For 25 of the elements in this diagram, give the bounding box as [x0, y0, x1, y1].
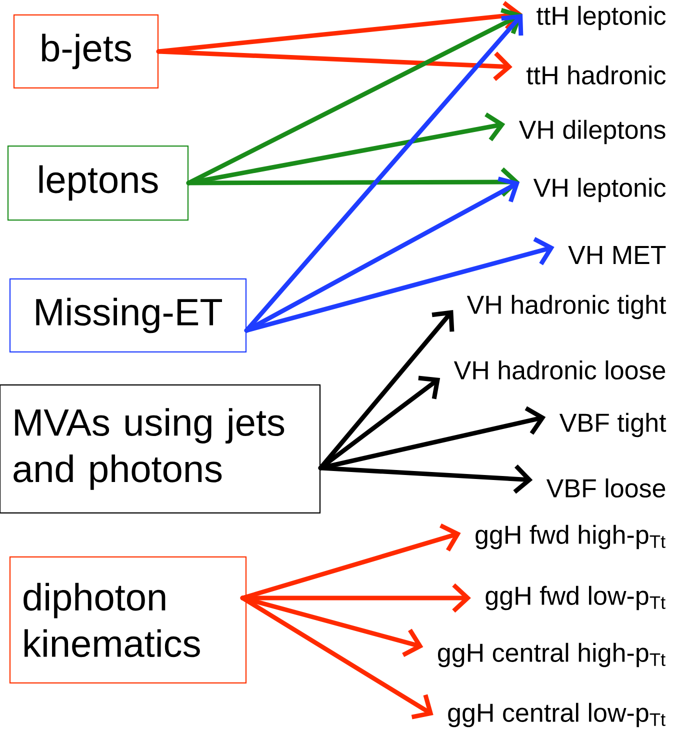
category-label: ttH leptonic	[536, 6, 666, 30]
category-label: VH dileptons	[518, 120, 666, 144]
category-label: VH leptonic	[533, 178, 666, 202]
category-label: ggH central low-p$_{Tt}$	[448, 702, 666, 728]
category-box: diphoton kinematics	[9, 556, 247, 684]
category-box: Missing-ET	[9, 278, 247, 353]
arrow	[186, 167, 520, 197]
category-box: leptons	[7, 145, 189, 221]
arrow	[156, 49, 512, 81]
category-label: VH hadronic loose	[454, 360, 666, 380]
category-label: VBF loose	[546, 478, 666, 498]
category-label: VBF tight	[559, 412, 666, 438]
category-box: MVAs using jets and photons	[0, 384, 321, 514]
category-label: VH hadronic tight	[466, 294, 666, 320]
arrow	[240, 596, 424, 657]
arrow	[244, 237, 554, 333]
category-box: b-jets	[13, 14, 159, 89]
arrow	[240, 583, 471, 613]
arrow	[240, 596, 434, 720]
arrow	[318, 464, 533, 494]
category-label: ttH hadronic	[526, 65, 666, 85]
category-label: ggH fwd low-p$_{Tt}$	[486, 586, 666, 610]
category-label: ggH fwd high-p$_{Tt}$	[476, 524, 666, 550]
category-label: VH MET	[568, 246, 666, 264]
category-label: ggH central high-p$_{Tt}$	[438, 642, 666, 668]
